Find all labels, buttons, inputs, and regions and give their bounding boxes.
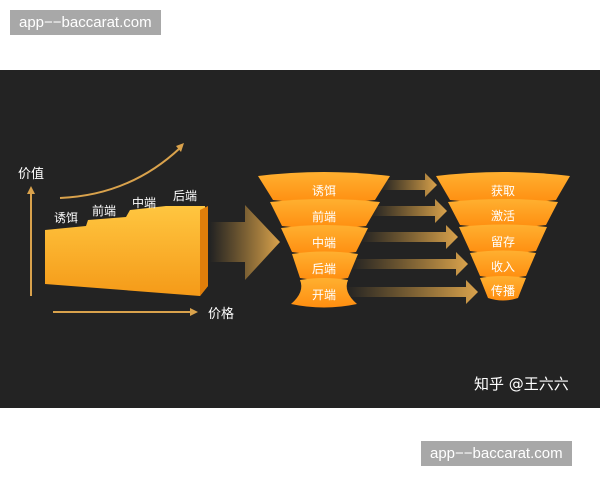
left-funnel-label: 中端 bbox=[312, 235, 336, 250]
left-funnel-label: 诱饵 bbox=[312, 184, 336, 198]
diagram-panel: 价值 价格 诱饵 前端 中端 后端 诱饵 前端 中端 后端 开端 获取 激活 留… bbox=[0, 70, 600, 408]
value-curve-arrow bbox=[59, 143, 184, 199]
right-funnel bbox=[436, 172, 570, 301]
left-funnel bbox=[258, 172, 390, 308]
left-funnel-label: 开端 bbox=[312, 288, 336, 302]
right-funnel-label: 获取 bbox=[491, 184, 515, 198]
step-label: 前端 bbox=[92, 203, 116, 218]
y-axis-arrow bbox=[27, 186, 35, 296]
x-axis-label: 价格 bbox=[208, 306, 234, 322]
step-label: 后端 bbox=[173, 189, 197, 203]
x-axis-arrow bbox=[53, 308, 198, 316]
diagram: 价值 价格 诱饵 前端 中端 后端 诱饵 前端 中端 后端 开端 获取 激活 留… bbox=[18, 143, 570, 393]
right-funnel-label: 收入 bbox=[491, 260, 515, 274]
right-funnel-label: 传播 bbox=[491, 283, 515, 298]
y-axis-label: 价值 bbox=[18, 166, 44, 182]
right-funnel-label: 激活 bbox=[491, 209, 515, 223]
left-funnel-label: 后端 bbox=[312, 262, 336, 276]
author-credit: 知乎 @王六六 bbox=[474, 375, 569, 393]
left-funnel-label: 前端 bbox=[312, 209, 336, 224]
step-label: 中端 bbox=[132, 195, 156, 210]
big-arrow bbox=[210, 205, 280, 280]
step-label: 诱饵 bbox=[54, 211, 78, 225]
watermark-top: app−−baccarat.com bbox=[10, 10, 161, 35]
step-block bbox=[45, 206, 208, 296]
connector-arrows bbox=[345, 173, 478, 304]
right-funnel-label: 留存 bbox=[491, 235, 515, 249]
watermark-bottom: app−−baccarat.com bbox=[421, 441, 572, 466]
